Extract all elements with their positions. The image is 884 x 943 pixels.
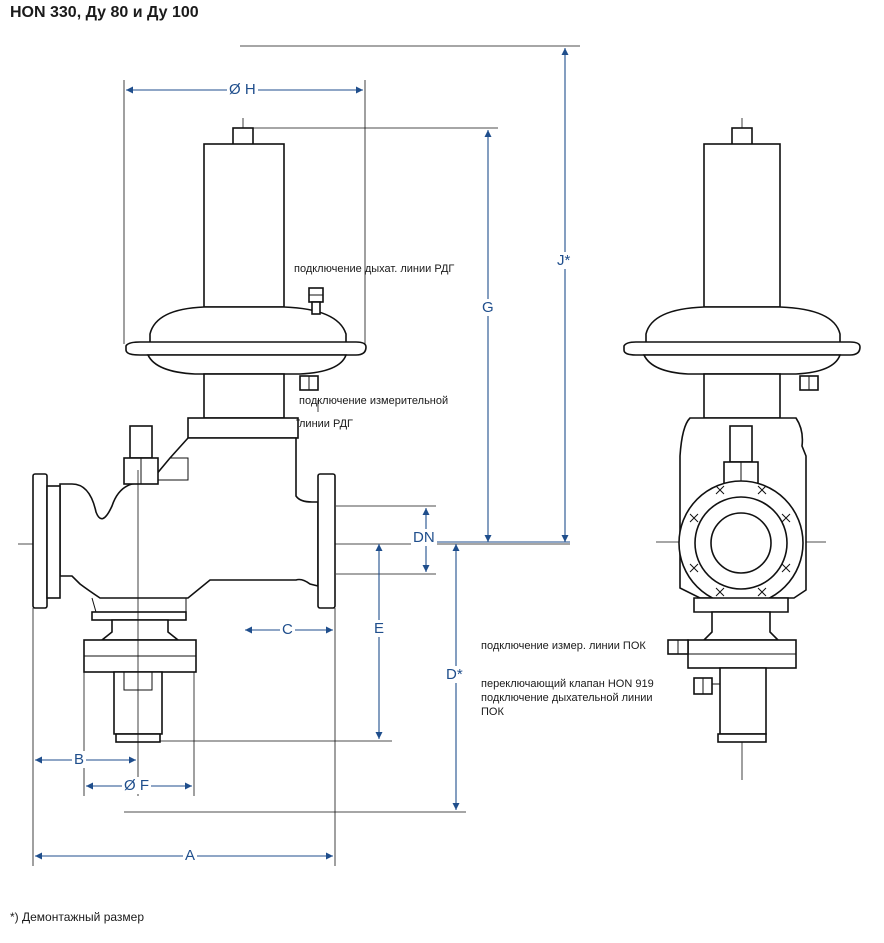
dim-label-e: E <box>372 620 387 637</box>
neck <box>203 373 285 419</box>
dim-label-j: J* <box>555 252 573 269</box>
spring-housing <box>203 143 285 308</box>
leader-lines <box>296 400 319 421</box>
diaphragm-flange <box>125 341 367 356</box>
extension-lines <box>32 45 580 866</box>
dim-label-g: G <box>480 299 496 316</box>
dim-label-dn: DN <box>411 529 437 546</box>
front-view <box>623 118 861 780</box>
left-flange <box>32 473 48 609</box>
label-pok-measure: подключение измер. линии ПОК <box>481 640 646 652</box>
dim-label-h: Ø H <box>227 81 258 98</box>
drawing-title: HON 330, Ду 80 и Ду 100 <box>10 4 199 21</box>
label-pok-breath-1: подключение дыхательной линии <box>481 692 653 704</box>
side-view <box>18 118 570 796</box>
label-pok-breath-2: ПОК <box>481 706 504 718</box>
valve-body <box>59 437 319 599</box>
label-breath-line: подключение дыхат. линии РДГ <box>294 263 455 275</box>
dim-label-c: C <box>280 621 295 638</box>
pilot-fitting <box>129 425 153 459</box>
dim-label-f: Ø F <box>122 777 151 794</box>
footnote: *) Демонтажный размер <box>10 910 145 924</box>
right-flange <box>317 473 336 609</box>
label-measure-line-1: подключение измерительной <box>299 395 449 407</box>
label-measure-line-2: линии РДГ <box>299 418 353 430</box>
dim-label-a: A <box>183 847 198 864</box>
diaphragm-lower <box>146 354 348 375</box>
label-switch-valve: переключающий клапан HON 919 <box>481 678 654 690</box>
dim-label-d: D* <box>444 666 465 683</box>
dim-label-b: B <box>72 751 87 768</box>
bonnet <box>187 417 299 439</box>
